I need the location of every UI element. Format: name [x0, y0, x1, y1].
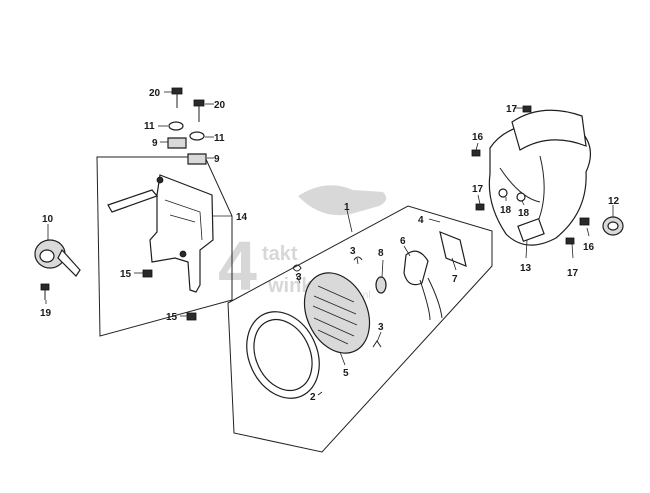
- watermark-word: takt: [262, 243, 298, 265]
- label-12: 12: [608, 196, 620, 207]
- label-3: 3: [350, 246, 356, 257]
- label-14: 14: [236, 212, 248, 223]
- rim-inner: [253, 318, 313, 392]
- nut: [142, 269, 153, 278]
- label-16: 16: [472, 132, 484, 143]
- part-number-labels: 20 20 11 11 9 9 10 19 14 15 15 1 2 3 3 3…: [40, 88, 620, 403]
- label-18: 18: [518, 208, 530, 219]
- collar: [516, 192, 526, 202]
- label-9: 9: [152, 138, 158, 149]
- horn-group: [34, 239, 81, 300]
- case-visor: [511, 109, 587, 151]
- label-15: 15: [120, 269, 132, 280]
- bracket-arm: [107, 189, 159, 213]
- label-11: 11: [214, 133, 225, 144]
- label-13: 13: [520, 263, 532, 274]
- label-8: 8: [378, 248, 384, 259]
- screw-head: [40, 283, 50, 291]
- label-19: 19: [40, 308, 52, 319]
- bracket-frame-outline: [96, 156, 233, 337]
- headlight-lens: [303, 272, 371, 354]
- bracket-detail: [164, 199, 203, 241]
- horn-bracket: [57, 248, 81, 277]
- headlight-assembly: [227, 205, 493, 453]
- case-mount: [517, 217, 545, 243]
- label-10: 10: [42, 214, 54, 225]
- watermark-digit: 4: [218, 227, 257, 305]
- label-3: 3: [296, 272, 302, 283]
- watermark-motorbike: [298, 185, 387, 216]
- washer: [168, 121, 184, 131]
- rubber-mount: [187, 153, 207, 165]
- mount-hardware: [167, 87, 207, 165]
- grommet-hole: [607, 221, 619, 231]
- bulb-socket: [403, 250, 429, 286]
- label-17: 17: [472, 184, 484, 195]
- bulb: [375, 276, 387, 294]
- label-1: 1: [344, 202, 350, 213]
- label-6: 6: [400, 236, 406, 247]
- screw: [471, 149, 481, 157]
- label-20: 20: [214, 100, 226, 111]
- bolt-head: [171, 87, 183, 95]
- label-17: 17: [567, 268, 579, 279]
- label-9: 9: [214, 154, 220, 165]
- bracket-hole: [156, 176, 164, 184]
- nut: [579, 217, 590, 226]
- watermark-tld: .nl: [360, 290, 371, 301]
- spring-clip: [292, 264, 302, 272]
- screw: [565, 237, 575, 245]
- label-18: 18: [500, 205, 512, 216]
- headlight-bracket: [149, 174, 214, 293]
- nut: [186, 312, 197, 321]
- label-17: 17: [506, 104, 518, 115]
- leader-lines: [45, 91, 614, 396]
- headlight-case: [471, 105, 624, 246]
- label-5: 5: [343, 368, 349, 379]
- horn-face: [39, 249, 55, 263]
- connector-block: [439, 231, 467, 267]
- rubber-mount: [167, 137, 187, 149]
- socket-wires: [419, 277, 443, 321]
- label-4: 4: [418, 215, 424, 226]
- label-15: 15: [166, 312, 178, 323]
- bracket-group: [96, 156, 233, 337]
- spring-clip: [353, 256, 363, 261]
- screw: [475, 203, 485, 211]
- collar: [498, 188, 508, 198]
- lens-pattern: [312, 285, 358, 345]
- label-3: 3: [378, 322, 384, 333]
- washer: [189, 131, 205, 141]
- label-11: 11: [144, 121, 155, 132]
- bracket-hole: [179, 250, 187, 258]
- label-7: 7: [452, 274, 458, 285]
- label-20: 20: [149, 88, 161, 99]
- watermark: 4 takt winkel .nl: [218, 185, 387, 305]
- assembly-frame-outline: [227, 205, 493, 453]
- label-2: 2: [310, 392, 316, 403]
- bolt-head: [193, 99, 205, 107]
- label-16: 16: [583, 242, 595, 253]
- screw: [522, 105, 532, 113]
